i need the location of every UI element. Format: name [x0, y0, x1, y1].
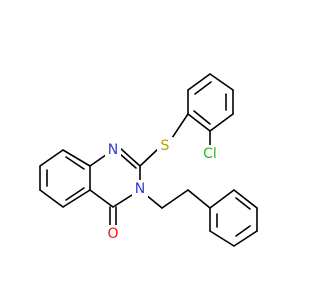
bond — [233, 230, 258, 247]
atom-n1-label: N — [108, 142, 118, 158]
bond-inner — [65, 156, 85, 170]
atom-n3-background — [132, 180, 148, 198]
bond — [233, 189, 258, 209]
bond — [39, 149, 64, 167]
bond — [89, 189, 114, 208]
bond — [62, 149, 91, 167]
bond — [187, 73, 211, 91]
atom-s-label: S — [161, 138, 170, 154]
atom-o-label: O — [107, 226, 118, 242]
atom-label-layer: N S Cl N O — [104, 137, 221, 243]
bond-inner — [65, 187, 85, 201]
atom-o-background — [104, 225, 122, 243]
bond — [39, 189, 64, 208]
bond-inner — [235, 197, 251, 210]
bond — [139, 148, 159, 167]
atom-s-background — [157, 137, 173, 155]
bond — [187, 189, 211, 209]
chemical-structure-diagram: N S Cl N O — [39, 73, 258, 247]
bond — [209, 230, 235, 247]
bond-inner — [194, 81, 212, 95]
bond — [161, 189, 189, 209]
bond-inner — [235, 225, 251, 237]
bond — [62, 189, 91, 208]
atom-cl-background — [199, 145, 221, 163]
bond — [169, 113, 189, 142]
bond — [187, 113, 211, 132]
bond — [119, 147, 141, 167]
bond — [209, 113, 234, 132]
atom-cl-label: Cl — [203, 146, 217, 162]
bond — [209, 73, 234, 91]
bond-inner — [193, 110, 211, 125]
atom-n1-background — [105, 141, 121, 159]
bond-layer — [39, 73, 258, 247]
bond-inner — [119, 153, 137, 169]
bond — [209, 189, 235, 209]
atom-n3-label: N — [135, 181, 145, 197]
